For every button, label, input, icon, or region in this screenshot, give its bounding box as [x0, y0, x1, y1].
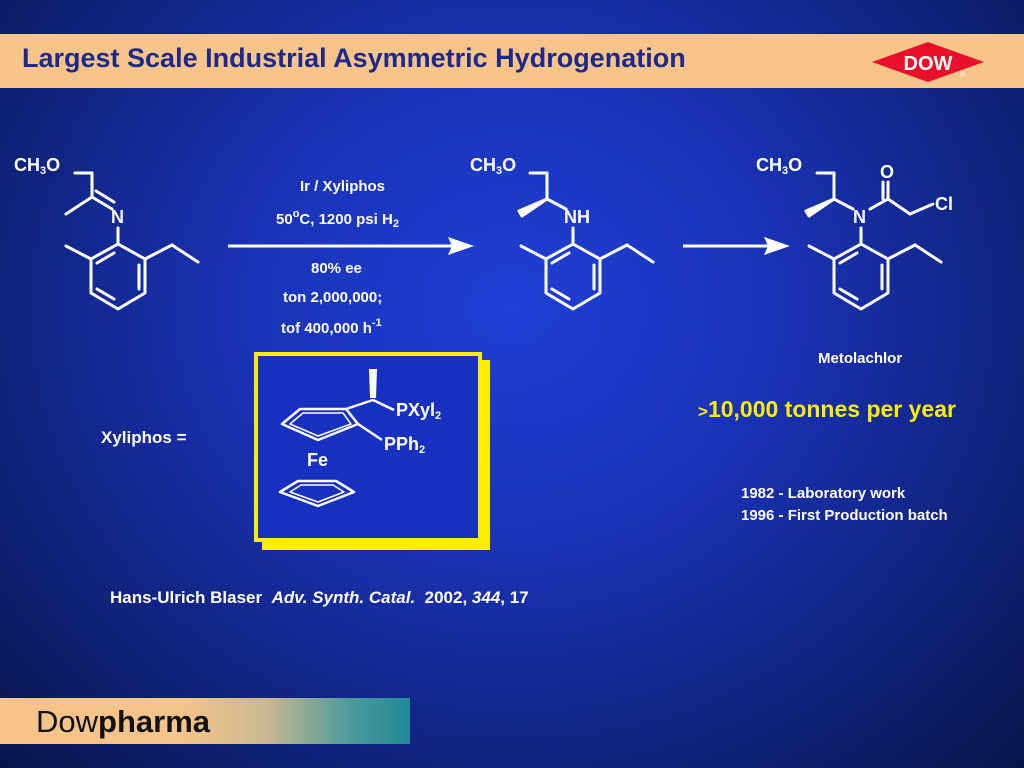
ligand-pxyl2-label: PXyl2	[396, 400, 442, 422]
footer-brand-light: Dow	[36, 704, 99, 739]
footer-brand: Dowpharma	[36, 704, 210, 740]
title-bar: Largest Scale Industrial Asymmetric Hydr…	[0, 34, 1024, 88]
citation-page: , 17	[500, 588, 529, 607]
condition-ton: ton 2,000,000;	[283, 289, 383, 306]
citation-year: 2002,	[424, 588, 468, 607]
xyliphos-box	[254, 352, 482, 542]
footer-brand-bold: pharma	[98, 704, 210, 739]
condition-catalyst: Ir / Xyliphos	[300, 178, 386, 195]
condition-pressure: 50oC, 1200 psi H2	[276, 208, 399, 230]
ligand-label: Xyliphos =	[101, 428, 187, 447]
intermediate-methoxy-label: CH3O	[470, 155, 517, 177]
product-methoxy-label: CH3O	[756, 155, 803, 177]
product-carbonyl-o-label: O	[880, 162, 895, 182]
citation-journal: Adv. Synth. Catal.	[271, 588, 416, 607]
citation: Hans-Ulrich Blaser Adv. Synth. Catal. 20…	[110, 588, 529, 608]
citation-author: Hans-Ulrich Blaser	[110, 588, 263, 607]
intermediate-structure	[517, 171, 655, 311]
reaction-arrows	[228, 237, 790, 255]
timeline-1996: 1996 - First Production batch	[741, 507, 948, 524]
ligand-pph2-label: PPh2	[384, 434, 426, 456]
production-volume: >10,000 tonnes per year	[698, 396, 956, 422]
ligand-fe-label: Fe	[307, 450, 329, 470]
condition-ee: 80% ee	[311, 260, 362, 277]
svg-text:®: ®	[960, 71, 966, 79]
timeline-1982: 1982 - Laboratory work	[741, 485, 906, 502]
intermediate-amine-label: NH	[564, 207, 590, 227]
reactant-structure	[64, 171, 200, 311]
citation-volume: 344	[471, 588, 501, 607]
reactant-methoxy-label: CH3O	[14, 155, 61, 177]
product-structure	[804, 171, 943, 311]
product-name: Metolachlor	[818, 350, 903, 367]
reactant-imine-n-label: N	[111, 207, 124, 227]
product-amide-n-label: N	[853, 207, 866, 227]
dow-logo: DOW ®	[872, 42, 984, 82]
dow-logo-text: DOW	[904, 53, 953, 75]
condition-tof: tof 400,000 h-1	[281, 317, 382, 337]
slide-title: Largest Scale Industrial Asymmetric Hydr…	[22, 43, 686, 73]
footer-bar: Dowpharma	[0, 698, 410, 744]
product-chloro-label: Cl	[935, 194, 953, 214]
